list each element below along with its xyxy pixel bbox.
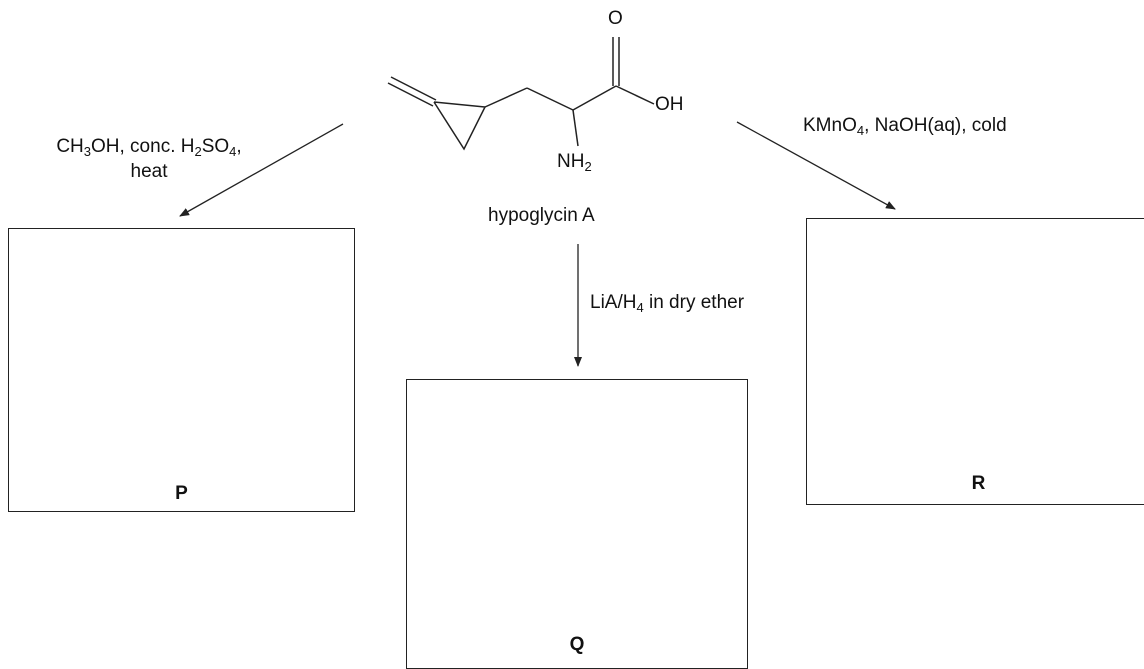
- product-label-r: R: [971, 473, 986, 494]
- atom-nh2: NH2: [557, 149, 592, 174]
- arrow-to-p: [179, 123, 344, 217]
- left-conditions-line2: heat: [130, 161, 168, 182]
- atom-nh-subscript: 2: [584, 159, 592, 174]
- right-conditions: KMnO4, NaOH(aq), cold: [803, 115, 1007, 138]
- bond-calpha-to-carbonyl-c: [572, 85, 617, 111]
- exocyclic-double-bond-2: [387, 82, 434, 107]
- arrow-to-r: [736, 121, 896, 210]
- hypoglycin-a-structure: [387, 37, 655, 151]
- bond-carbonyl-c-to-oh: [615, 85, 655, 105]
- cyclopropane-ring: [433, 101, 487, 151]
- atom-nh-text: NH: [557, 151, 585, 172]
- compound-name: hypoglycin A: [488, 205, 595, 226]
- product-label-p: P: [175, 483, 188, 504]
- left-conditions: CH3OH, conc. H2SO4, heat: [14, 134, 284, 184]
- middle-conditions: LiA/H4 in dry ether: [590, 292, 745, 315]
- reaction-arrows: [179, 121, 896, 367]
- product-box-p: P: [8, 228, 355, 512]
- left-conditions-line1: CH3OH, conc. H2SO4,: [56, 136, 242, 159]
- bond-ch2-to-calpha: [526, 87, 574, 111]
- atom-oh: OH: [655, 94, 684, 115]
- exocyclic-double-bond-1: [390, 76, 437, 101]
- atom-o: O: [608, 8, 623, 29]
- product-box-r: R: [806, 218, 1144, 505]
- product-box-q: Q: [406, 379, 748, 669]
- product-label-q: Q: [569, 634, 585, 655]
- bond-ring-to-ch2: [484, 87, 528, 108]
- bond-calpha-to-nitrogen: [572, 109, 579, 147]
